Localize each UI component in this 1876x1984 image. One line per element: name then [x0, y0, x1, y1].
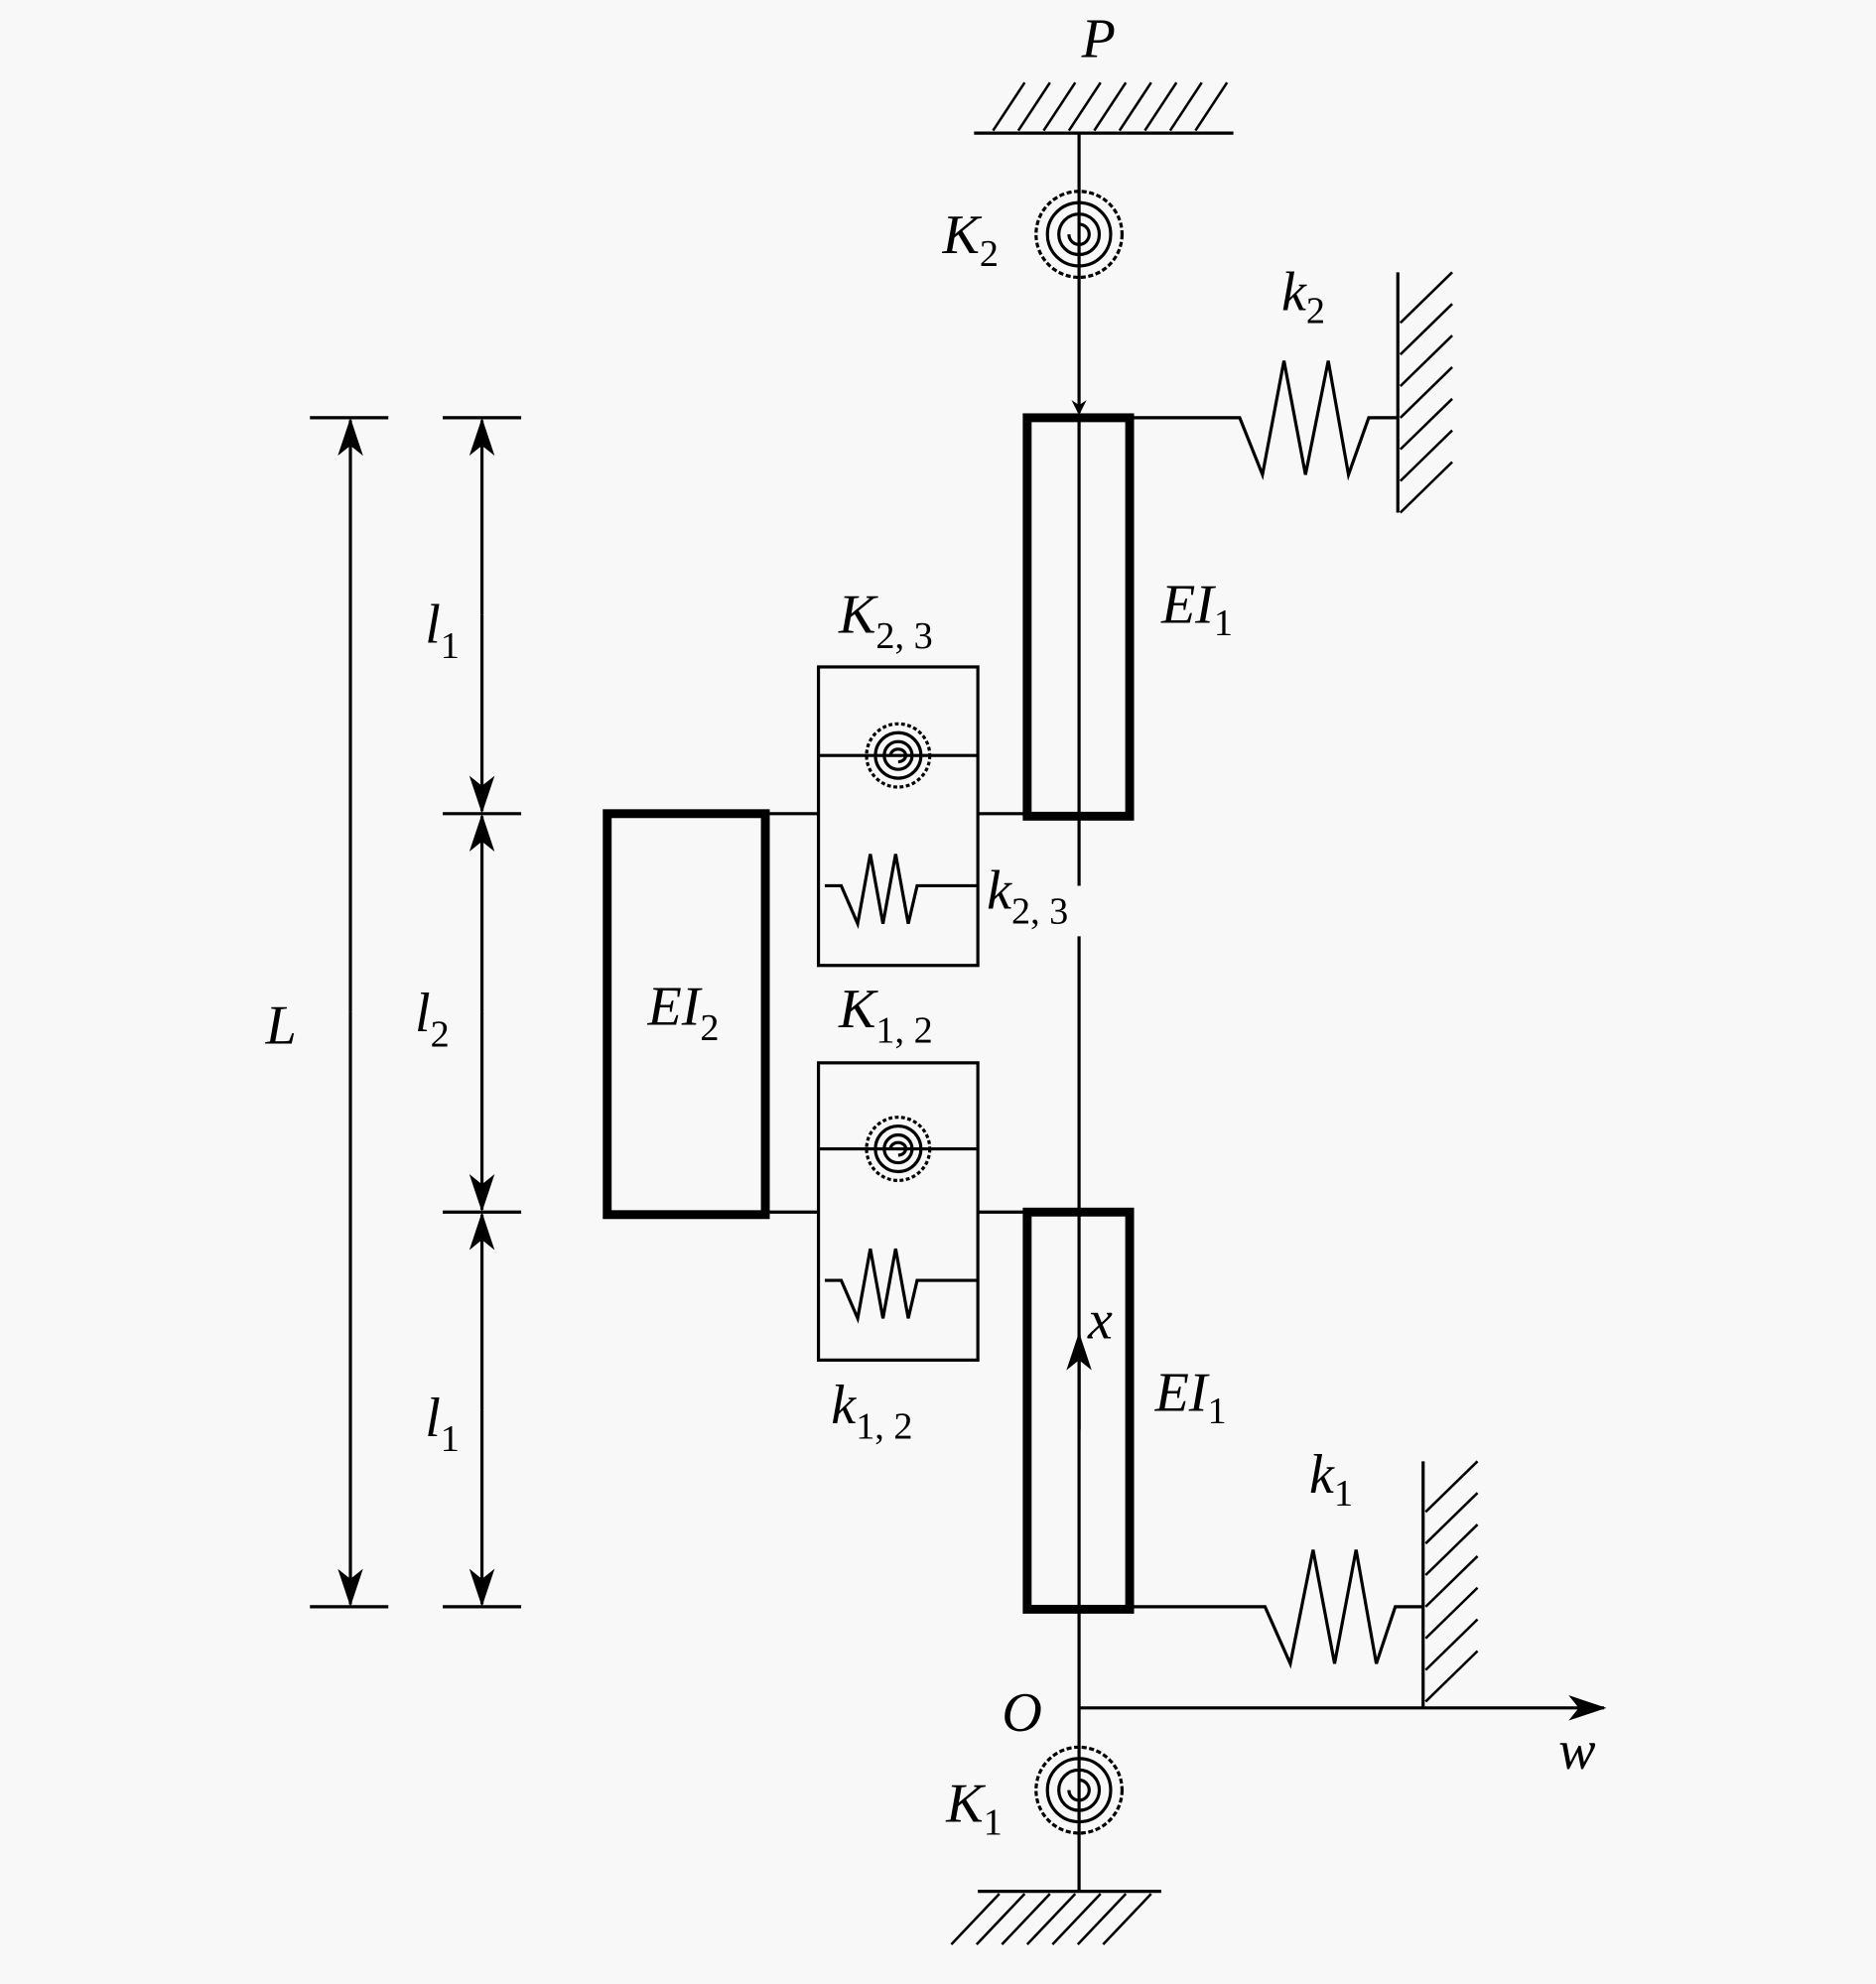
label-x: x: [1087, 1290, 1113, 1352]
label-EI1-top: EI1: [1160, 574, 1233, 644]
load-label-P: P: [1081, 9, 1116, 70]
dimension-segments: [443, 416, 522, 1609]
label-k12: k1, 2: [831, 1375, 912, 1447]
label-K1: K1: [945, 1774, 1003, 1844]
label-K23: K2, 3: [838, 585, 933, 657]
label-EI2: EI2: [647, 977, 720, 1049]
label-O: O: [1002, 1682, 1041, 1744]
top-fixed-support: [974, 81, 1234, 135]
label-l1-bottom: l1: [425, 1388, 460, 1460]
bottom-fixed-support: [950, 1890, 1161, 1946]
middle-beam-EI2: [603, 809, 770, 1220]
label-K2: K2: [941, 204, 999, 275]
lateral-spring-k1: [1130, 1460, 1479, 1708]
label-L: L: [265, 995, 297, 1057]
label-l2: l2: [415, 983, 450, 1055]
label-k1: k1: [1309, 1444, 1353, 1515]
label-K12: K1, 2: [838, 979, 933, 1051]
connector-1-2: [765, 1061, 1027, 1362]
label-EI1-bottom: EI1: [1154, 1362, 1227, 1432]
dimension-L: [310, 416, 389, 1609]
connector-2-3: [765, 665, 1027, 968]
label-w: w: [1558, 1720, 1595, 1782]
label-l1-top: l1: [425, 595, 460, 667]
label-k23: k2, 3: [987, 860, 1068, 932]
lateral-spring-k2: [1130, 271, 1453, 514]
label-k2: k2: [1281, 262, 1325, 332]
